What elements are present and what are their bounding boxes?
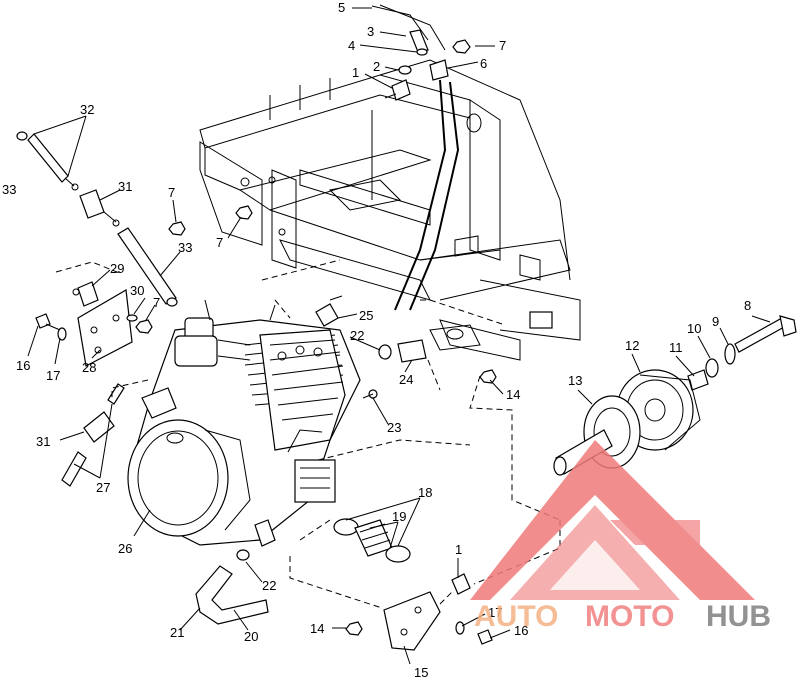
left-mount-parts [16,131,253,487]
callout-21: 21 [170,625,184,640]
callout-23: 23 [387,420,401,435]
engine [127,299,361,547]
callout-14: 14 [506,387,520,402]
callout-7: 7 [499,38,506,53]
automotohub-watermark: AUTO MOTO HUB [470,440,771,633]
callout-27: 27 [96,480,110,495]
callout-8: 8 [744,298,751,313]
callout-32: 32 [80,102,94,117]
watermark-auto: AUTO [474,600,558,633]
leader-lines [27,7,771,665]
callout-28: 28 [82,360,96,375]
frame [199,4,581,361]
callout-7: 7 [216,235,223,250]
callout-1: 1 [352,65,359,80]
callout-25: 25 [359,308,373,323]
callout-7: 7 [168,185,175,200]
callout-22: 22 [350,328,364,343]
callout-17: 17 [488,605,502,620]
callout-33: 33 [2,182,16,197]
frame-bracket [199,141,297,269]
callout-15: 15 [414,665,428,678]
callout-11: 11 [669,340,683,355]
center-hardware [195,295,497,651]
callout-10: 10 [687,321,701,336]
callout-4: 4 [348,38,355,53]
callout-22: 22 [262,578,276,593]
callout-12: 12 [625,338,639,353]
watermark-hub: HUB [706,600,771,633]
callout-20: 20 [244,629,258,644]
watermark-triangle-logo [470,440,755,600]
upper-mount-parts [371,5,471,101]
callout-5: 5 [338,0,345,15]
watermark-moto: MOTO [585,600,674,633]
callout-14: 14 [310,621,324,636]
callout-7: 7 [153,295,160,310]
callout-33: 33 [178,240,192,255]
callout-1: 1 [455,542,462,557]
callout-31: 31 [118,179,132,194]
callout-6: 6 [480,56,487,71]
callout-17: 17 [46,368,60,383]
callout-16: 16 [16,358,30,373]
callout-29: 29 [110,261,124,276]
callout-9: 9 [712,314,719,329]
callout-18: 18 [418,485,432,500]
callout-31: 31 [36,434,50,449]
callout-16: 16 [514,623,528,638]
callout-3: 3 [367,24,374,39]
callout-24: 24 [399,372,413,387]
callout-19: 19 [392,509,406,524]
callout-2: 2 [373,59,380,74]
callout-labels: 5 3 4 7 2 6 1 32 33 31 7 7 33 29 30 7 16… [2,0,751,678]
callout-30: 30 [130,283,144,298]
callout-13: 13 [568,373,582,388]
callout-26: 26 [118,541,132,556]
